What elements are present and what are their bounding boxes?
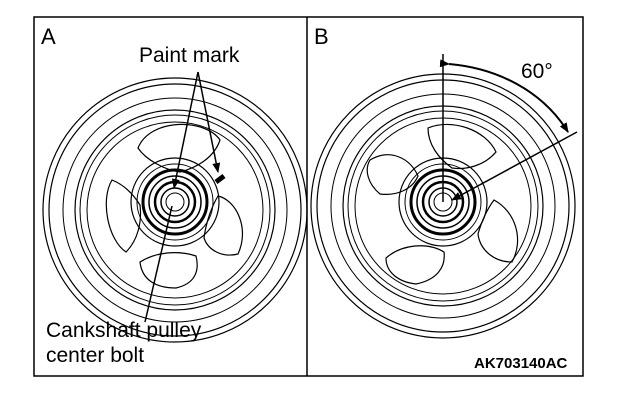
- figure-code: AK703140AC: [474, 355, 568, 372]
- rotated-mark-line: [451, 131, 578, 201]
- bolt-label-line1: Cankshaft pulley: [46, 319, 202, 342]
- panel-a-letter: A: [41, 24, 56, 49]
- paint-mark-leader-hub: [171, 71, 199, 189]
- center-bolt-leader: [144, 205, 173, 323]
- panel-a: A Paint mark Cankshaft pulley center bol…: [41, 24, 308, 367]
- panel-b: B 60° AK703140AC: [310, 24, 578, 372]
- paint-mark-leader-pulley: [197, 71, 221, 173]
- panel-b-letter: B: [314, 24, 329, 49]
- angle-arc: [439, 59, 569, 133]
- pulley-a: [42, 77, 308, 343]
- bolt-label-line2: center bolt: [46, 344, 144, 367]
- angle-label: 60°: [521, 60, 553, 83]
- paint-mark-label: Paint mark: [139, 44, 240, 67]
- paint-mark-pulley: [214, 174, 226, 184]
